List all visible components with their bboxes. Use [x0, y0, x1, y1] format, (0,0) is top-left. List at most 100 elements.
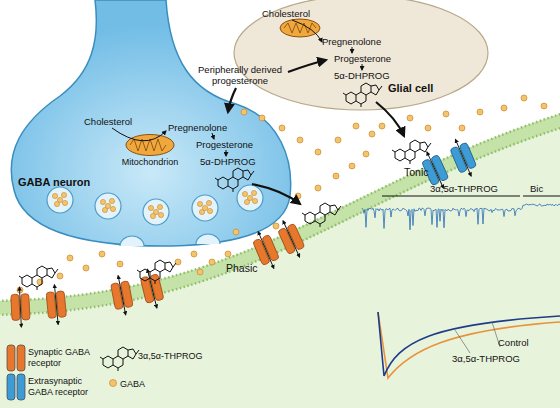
- pathway-step: Cholesterol: [84, 116, 132, 127]
- drawing-rect: [7, 345, 15, 371]
- node-label: Glial cell: [388, 82, 433, 94]
- drawing-circle: [273, 223, 279, 229]
- drawing-use: [100, 347, 139, 371]
- drawing-line: [19, 287, 21, 327]
- drawing-circle: [110, 206, 115, 211]
- drawing-path: [284, 23, 316, 33]
- drawing-circle: [47, 187, 73, 213]
- drawing-circle: [363, 151, 369, 157]
- drawing-path: [378, 312, 560, 378]
- drawing-rect: [7, 374, 15, 400]
- drawing-use: [392, 140, 431, 164]
- drawing-circle: [349, 163, 355, 169]
- drawing-line: [382, 196, 520, 197]
- drawing-circle: [197, 201, 202, 206]
- legend-swatch: [100, 346, 140, 372]
- drawing-circle: [99, 251, 105, 257]
- drawing-rect: [262, 235, 280, 262]
- gaba-receptor: [10, 287, 30, 328]
- drawing-circle: [209, 259, 215, 265]
- drawing-circle: [477, 109, 483, 115]
- drawing-circle: [117, 261, 123, 267]
- drawing-rect: [431, 155, 449, 182]
- drawing-line: [258, 232, 274, 269]
- node-label: GABA neuron: [18, 176, 90, 188]
- drawing-circle: [335, 137, 341, 143]
- pathway-step: Pregnenolone: [168, 122, 227, 133]
- drawing-circle: [225, 251, 231, 257]
- drawing-circle: [233, 229, 239, 235]
- drawing-circle: [333, 173, 339, 179]
- legend-text: Extrasynaptic GABA receptor: [28, 376, 98, 398]
- drawing-circle: [192, 195, 218, 221]
- gaba-receptor: [275, 217, 308, 261]
- drawing-circle: [315, 185, 321, 191]
- drawing-circle: [52, 193, 57, 198]
- trace-condition: Bic: [530, 183, 543, 194]
- legend-text: 3α,5α-THPROG: [138, 351, 202, 362]
- drawing-circle: [95, 193, 121, 219]
- drawing-line: [455, 330, 470, 353]
- drawing-line: [54, 285, 58, 325]
- drawing-circle: [157, 204, 162, 209]
- drawing-circle: [407, 115, 413, 121]
- gaba-receptor: [109, 274, 134, 317]
- drawing-rect: [120, 281, 133, 308]
- drawing-rect: [11, 294, 20, 320]
- drawing-circle: [541, 103, 547, 109]
- drawing-rect: [46, 292, 56, 319]
- drawing-circle: [175, 259, 181, 265]
- drawing-circle: [279, 125, 285, 131]
- drawing-use: [302, 203, 341, 227]
- drawing-path: [226, 150, 227, 156]
- drawing-path: [130, 139, 166, 151]
- drawing-circle: [110, 380, 117, 387]
- drawing-rect: [56, 291, 66, 318]
- drawing-circle: [202, 205, 207, 210]
- drawing-path: [378, 312, 560, 376]
- drawing-rect: [287, 223, 305, 250]
- legend-swatch: [6, 344, 26, 372]
- drawing-circle: [501, 105, 507, 111]
- drawing-circle: [379, 123, 385, 129]
- drawing-circle: [459, 125, 465, 131]
- drawing-use: [137, 260, 176, 284]
- drawing-circle: [100, 199, 105, 204]
- drawing-circle: [297, 137, 303, 143]
- drawing-circle: [207, 208, 212, 213]
- current-type: Phasic: [226, 262, 258, 275]
- drawing-circle: [295, 193, 301, 199]
- pathway-step: Progesterone: [196, 139, 253, 150]
- tonic-trace: [362, 196, 560, 230]
- drawing-line: [455, 139, 471, 176]
- drawing-circle: [252, 198, 257, 203]
- legend-swatch: [108, 378, 118, 388]
- drawing-circle: [425, 125, 431, 131]
- gaba-receptor: [45, 284, 67, 326]
- curve-label: Control: [498, 337, 529, 348]
- drawing-path: [196, 234, 220, 244]
- drawing-line: [523, 196, 560, 197]
- current-type: Tonic: [404, 166, 429, 179]
- drawing-line: [118, 276, 126, 315]
- drawing-ellipse: [234, 0, 488, 110]
- legend-text: Synaptic GABA receptor: [28, 347, 92, 369]
- drawing-rect: [459, 142, 477, 169]
- drawing-use: [19, 266, 58, 290]
- drawing-circle: [369, 131, 375, 137]
- curve-label: 3α,5α-THPROG: [452, 353, 520, 364]
- drawing-circle: [237, 185, 263, 211]
- drawing-circle: [148, 205, 153, 210]
- drawing-circle: [153, 209, 158, 214]
- drawing-path: [120, 236, 144, 246]
- drawing-path: [352, 47, 353, 53]
- drawing-circle: [259, 115, 265, 121]
- drawing-circle: [83, 265, 89, 271]
- drawing-rect: [17, 374, 25, 400]
- pathway-step: Progesterone: [334, 53, 391, 64]
- gaba-receptor: [447, 136, 479, 180]
- drawing-circle: [109, 198, 114, 203]
- mitochondrion: Mitochondrion: [108, 133, 192, 177]
